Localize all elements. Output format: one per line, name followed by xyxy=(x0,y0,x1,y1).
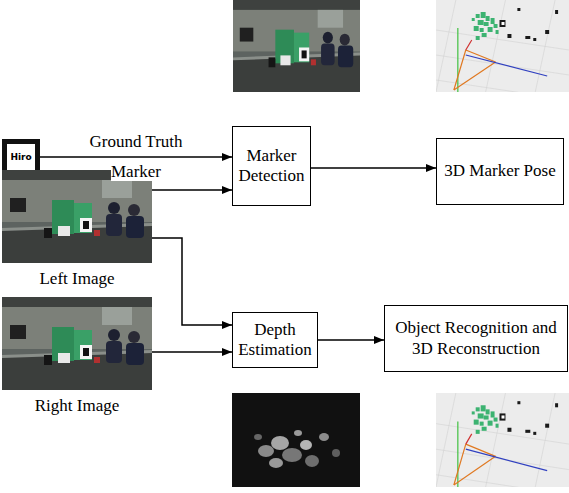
node-text: Depth Estimation xyxy=(237,320,313,361)
input-image: Right Image xyxy=(2,297,152,416)
photo-illustration xyxy=(2,170,152,263)
node-text: Right Image xyxy=(2,396,152,416)
node-text: 3D Marker Pose xyxy=(444,161,555,181)
point-cloud xyxy=(436,393,569,493)
flow-arrow xyxy=(152,189,232,191)
flow-arrow xyxy=(152,238,232,325)
flow-arrow xyxy=(318,339,384,341)
marker-icon: Hiro xyxy=(2,139,40,175)
flow-arrow xyxy=(152,351,232,353)
node-text: Marker Detection xyxy=(237,146,306,187)
output-box: Object Recognition and 3D Reconstruction xyxy=(384,305,568,372)
flow-arrow xyxy=(311,167,436,169)
scene-photo xyxy=(2,297,152,390)
scene-photo xyxy=(233,0,360,92)
point-cloud xyxy=(436,0,569,100)
edge-label-text: Ground Truth Marker xyxy=(89,132,182,181)
flow-arrow xyxy=(40,156,232,158)
depth-map xyxy=(232,393,360,487)
node-text: Left Image xyxy=(2,269,152,289)
output-box: 3D Marker Pose xyxy=(436,138,564,205)
input-image: Left Image xyxy=(2,170,152,289)
process-box: Depth Estimation xyxy=(232,312,318,368)
process-box: Marker Detection xyxy=(232,126,311,206)
node-text: Object Recognition and 3D Reconstruction xyxy=(389,318,563,359)
photo-illustration xyxy=(2,297,152,390)
scene-photo xyxy=(2,170,152,263)
edge-label: Ground Truth Marker xyxy=(81,127,191,187)
node-text: Hiro xyxy=(7,144,35,170)
